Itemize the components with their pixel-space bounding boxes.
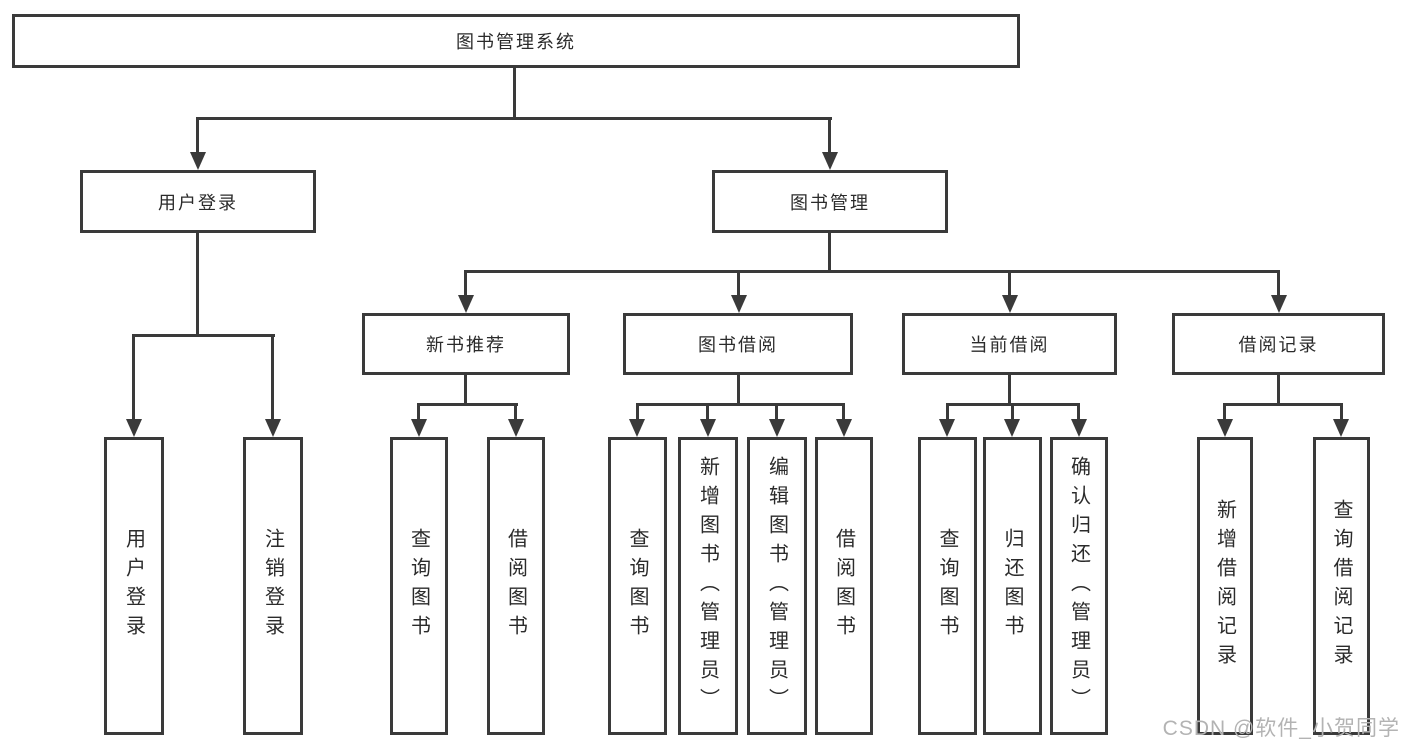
connector-line [464, 375, 467, 406]
leaf-user-login: 用户登录 [104, 437, 164, 735]
connector-line [418, 403, 518, 406]
arrow-down-icon [126, 419, 142, 437]
connector-line [271, 334, 274, 422]
arrow-down-icon [629, 419, 645, 437]
connector-line [828, 233, 831, 273]
connector-line [464, 270, 467, 298]
arrow-down-icon [1217, 419, 1233, 437]
arrow-down-icon [822, 152, 838, 170]
leaf-return-book: 归还图书 [983, 437, 1042, 735]
connector-line [196, 117, 199, 155]
leaf-query-books-borrow: 查询图书 [608, 437, 667, 735]
arrow-down-icon [508, 419, 524, 437]
connector-line [1011, 403, 1014, 422]
connector-line [1008, 270, 1011, 298]
arrow-down-icon [1002, 295, 1018, 313]
leaf-edit-book-admin: 编辑图书（管理员） [747, 437, 807, 735]
connector-line [828, 117, 831, 155]
arrow-down-icon [411, 419, 427, 437]
leaf-label: 新增借阅记录 [1213, 499, 1236, 673]
arrow-down-icon [1333, 419, 1349, 437]
connector-line [636, 403, 845, 406]
arrow-down-icon [1071, 419, 1087, 437]
arrow-down-icon [265, 419, 281, 437]
connector-line [513, 68, 516, 120]
connector-line [132, 334, 135, 422]
connector-line [737, 375, 740, 406]
leaf-label: 编辑图书（管理员） [765, 455, 788, 717]
node-user-login: 用户登录 [80, 170, 316, 233]
leaf-confirm-return-admin: 确认归还（管理员） [1050, 437, 1108, 735]
leaf-query-books-current: 查询图书 [918, 437, 977, 735]
node-book-borrow: 图书借阅 [623, 313, 853, 375]
leaf-label: 新增图书（管理员） [696, 455, 719, 717]
leaf-label: 查询图书 [407, 528, 430, 644]
leaf-borrow-books-recommend: 借阅图书 [487, 437, 545, 735]
leaf-label: 确认归还（管理员） [1067, 455, 1090, 717]
connector-line [465, 270, 1280, 273]
leaf-query-books-recommend: 查询图书 [390, 437, 448, 735]
arrow-down-icon [700, 419, 716, 437]
connector-line [706, 403, 709, 422]
connector-line [197, 117, 832, 120]
arrow-down-icon [731, 295, 747, 313]
node-new-book-recommend: 新书推荐 [362, 313, 570, 375]
arrow-down-icon [769, 419, 785, 437]
leaf-add-book-admin: 新增图书（管理员） [678, 437, 738, 735]
connector-line [842, 403, 845, 422]
connector-line [133, 334, 275, 337]
arrow-down-icon [458, 295, 474, 313]
connector-line [1224, 403, 1343, 406]
arrow-down-icon [1004, 419, 1020, 437]
node-library-system: 图书管理系统 [12, 14, 1020, 68]
connector-line [1077, 403, 1080, 422]
connector-line [1340, 403, 1343, 422]
watermark-text: CSDN @软件_小贺同学 [1162, 717, 1400, 740]
leaf-label: 用户登录 [122, 528, 145, 644]
connector-line [1277, 375, 1280, 406]
connector-line [1008, 375, 1011, 406]
leaf-label: 查询图书 [936, 528, 958, 644]
leaf-label: 查询图书 [626, 528, 648, 644]
arrow-down-icon [836, 419, 852, 437]
connector-line [514, 403, 517, 422]
leaf-label: 借阅图书 [504, 528, 527, 644]
connector-line [417, 403, 420, 422]
connector-line [737, 270, 740, 298]
leaf-add-borrow-record: 新增借阅记录 [1197, 437, 1253, 735]
node-borrow-records: 借阅记录 [1172, 313, 1385, 375]
leaf-logout: 注销登录 [243, 437, 303, 735]
connector-line [636, 403, 639, 422]
connector-line [946, 403, 949, 422]
leaf-query-borrow-record: 查询借阅记录 [1313, 437, 1370, 735]
connector-line [1277, 270, 1280, 298]
connector-line [196, 233, 199, 337]
arrow-down-icon [939, 419, 955, 437]
arrow-down-icon [190, 152, 206, 170]
node-book-management: 图书管理 [712, 170, 948, 233]
connector-line [775, 403, 778, 422]
leaf-label: 借阅图书 [832, 528, 855, 644]
leaf-label: 归还图书 [1001, 528, 1023, 644]
arrow-down-icon [1271, 295, 1287, 313]
node-current-borrow: 当前借阅 [902, 313, 1117, 375]
leaf-borrow-books: 借阅图书 [815, 437, 873, 735]
leaf-label: 注销登录 [261, 528, 284, 644]
connector-line [1223, 403, 1226, 422]
leaf-label: 查询借阅记录 [1330, 499, 1352, 673]
